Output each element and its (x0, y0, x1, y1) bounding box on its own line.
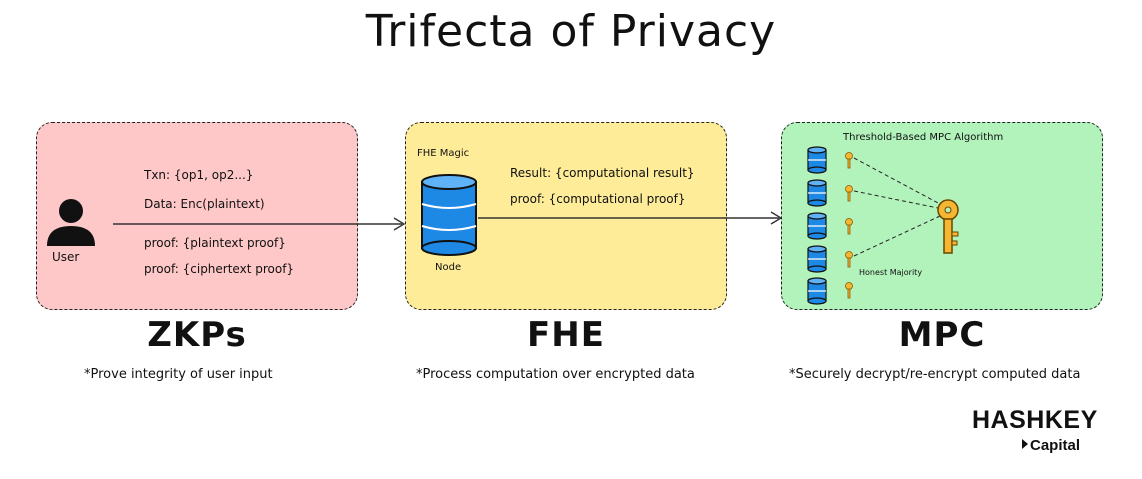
share-connectors (853, 157, 941, 257)
zkp-line-ciphertext-proof: proof: {ciphertext proof} (144, 262, 295, 276)
zkp-heading: ZKPs (147, 315, 247, 355)
arrow-zkp-to-fhe (113, 217, 406, 231)
fhe-caption: *Process computation over encrypted data (416, 367, 695, 382)
page-title: Trifecta of Privacy (365, 6, 777, 57)
fhe-line-result: Result: {computational result} (510, 166, 695, 180)
node-label: Node (435, 262, 462, 273)
zkp-panel (36, 122, 358, 310)
mpc-caption: *Securely decrypt/re-encrypt computed da… (789, 367, 1081, 382)
fhe-line-proof: proof: {computational proof} (510, 192, 686, 206)
mpc-node-databases (807, 146, 827, 305)
mpc-heading: MPC (898, 315, 986, 355)
zkp-line-data: Data: Enc(plaintext) (144, 197, 265, 211)
fhe-magic-label: FHE Magic (417, 148, 470, 159)
honest-majority-label: Honest Majority (859, 268, 923, 277)
fhe-heading: FHE (527, 315, 605, 355)
brand-chevron-icon (1022, 439, 1028, 449)
mpc-algorithm-label: Threshold-Based MPC Algorithm (843, 132, 1004, 143)
brand-subtitle: Capital (1030, 437, 1081, 454)
zkp-line-plaintext-proof: proof: {plaintext proof} (144, 236, 286, 250)
user-icon (47, 199, 95, 246)
key-icon (937, 199, 959, 254)
zkp-caption: *Prove integrity of user input (84, 367, 273, 382)
brand-logo: HASHKEY (972, 406, 1098, 434)
zkp-line-txn: Txn: {op1, op2...} (144, 168, 254, 182)
key-share-icons (845, 152, 853, 299)
database-icon (421, 174, 477, 256)
arrow-fhe-to-mpc (478, 211, 783, 225)
user-label: User (52, 250, 80, 264)
